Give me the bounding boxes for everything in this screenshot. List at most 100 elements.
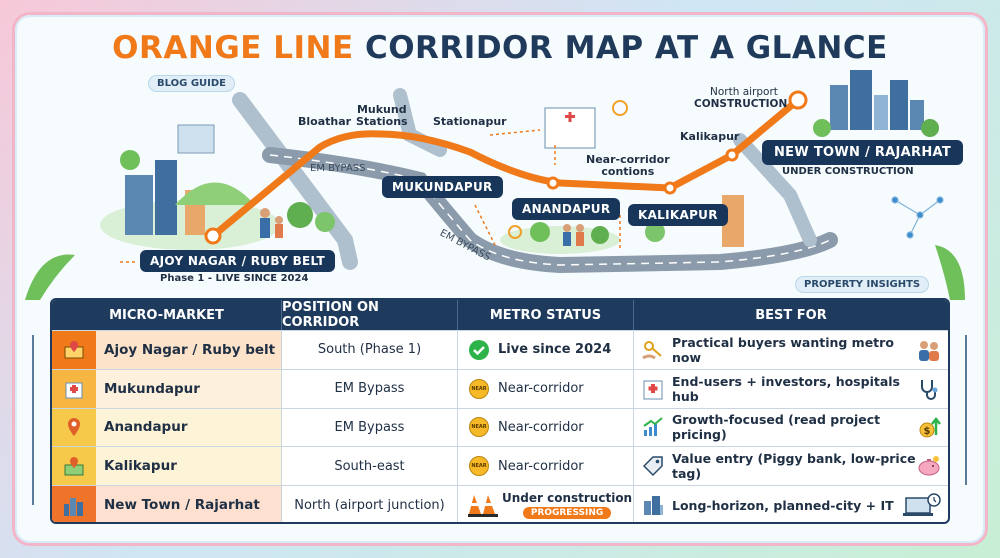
park-patch (500, 226, 620, 254)
status-text: Near-corridor (498, 419, 584, 435)
station-mukundapur: MUKUNDAPUR (382, 176, 503, 198)
connector-dashed (474, 204, 496, 246)
person (260, 208, 270, 218)
best-for-cell: End-users + investors, hospitals hub (634, 370, 948, 408)
skyline-icon (52, 486, 96, 522)
status-cell: Under construction PROGRESSING (458, 486, 634, 522)
best-for-cell: Value entry (Piggy bank, low-price tag) (634, 447, 948, 485)
station-ajoy-nagar: AJOY NAGAR / RUBY BELT (140, 250, 335, 272)
market-cell: Ajoy Nagar / Ruby belt (52, 331, 282, 369)
piggy-bank-icon (916, 453, 942, 479)
connector-dashed (489, 129, 541, 136)
table-row: Ajoy Nagar / Ruby belt South (Phase 1) L… (52, 330, 948, 369)
market-name: Mukundapur (104, 380, 200, 397)
label-north-airport: North airport (710, 86, 778, 98)
near-badge-icon: NEAR (468, 455, 490, 477)
label-em-bypass: EM BYPASS (310, 163, 366, 174)
market-cell: Mukundapur (52, 369, 282, 408)
building (125, 175, 153, 235)
station-dot (546, 176, 560, 190)
market-name: Kalikapur (104, 458, 177, 475)
best-for-cell: Growth-focused (read project pricing) $ (634, 409, 948, 447)
person (275, 224, 283, 238)
table-row: Mukundapur EM Bypass NEAR Near-corridor … (52, 368, 948, 408)
near-badge-icon: NEAR (468, 378, 490, 400)
new-town-status: UNDER CONSTRUCTION (782, 166, 914, 177)
best-for-cell: Long-horizon, planned-city + IT (634, 486, 948, 522)
station-dot (725, 148, 739, 162)
side-arrow-left (32, 335, 34, 505)
label-construction: CONSTRUCTION (694, 98, 788, 110)
station-new-town: NEW TOWN / RAJARHAT (762, 140, 964, 165)
micro-market-table: MICRO-MARKET POSITION ON CORRIDOR METRO … (50, 298, 950, 524)
tree (921, 119, 939, 137)
laptop-clock-icon (902, 492, 942, 518)
growth-chart-icon (640, 414, 666, 440)
building (177, 124, 215, 154)
person (563, 232, 571, 246)
tree (591, 226, 609, 244)
tree (813, 119, 831, 137)
title-rest: CORRIDOR MAP AT A GLANCE (353, 30, 888, 66)
status-construction: Under construction PROGRESSING (502, 491, 633, 520)
station-dot (788, 90, 808, 110)
station-anandapur: ANANDAPUR (512, 198, 621, 220)
road-em-bypass-center (269, 154, 831, 266)
market-name: Ajoy Nagar / Ruby belt (104, 341, 276, 358)
leaf-decoration (935, 245, 965, 300)
title-accent: ORANGE LINE (112, 30, 354, 66)
best-for-cell: Practical buyers wanting metro now (634, 331, 948, 369)
tree (315, 212, 335, 232)
blog-guide-badge: BLOG GUIDE (148, 75, 236, 92)
position-cell: South-east (282, 447, 458, 486)
sun (508, 225, 522, 239)
status-cell: Live since 2024 (458, 331, 634, 369)
check-icon (468, 339, 490, 361)
position-cell: North (airport junction) (282, 486, 458, 522)
traffic-cone-icon (468, 494, 498, 518)
station-kalikapur: KALIKAPUR (628, 204, 728, 226)
best-for-text: Growth-focused (read project pricing) (672, 412, 881, 443)
road-diagonal (232, 92, 358, 270)
dollar-arrow-icon: $ (916, 414, 942, 440)
status-cell: NEAR Near-corridor (458, 408, 634, 447)
hill (175, 182, 255, 205)
property-insights-badge: PROPERTY INSIGHTS (795, 276, 930, 293)
status-text: Near-corridor (498, 381, 584, 397)
building (910, 100, 924, 130)
market-cell: Anandapur (52, 408, 282, 447)
table-row: Kalikapur South-east NEAR Near-corridor … (52, 446, 948, 486)
position-cell: EM Bypass (282, 408, 458, 447)
best-for-text: Practical buyers wanting metro now (672, 334, 894, 365)
near-badge: NEAR (469, 417, 489, 438)
side-arrow-right (965, 335, 967, 485)
label-kalikapur-small: Kalikapur (680, 130, 740, 143)
near-badge: NEAR (469, 456, 489, 477)
near-badge: NEAR (469, 378, 489, 399)
best-for-text: End-users + investors, hospitals hub (672, 373, 900, 404)
building (155, 160, 177, 235)
table-row: New Town / Rajarhat North (airport junct… (52, 485, 948, 522)
person (563, 224, 571, 232)
market-cell: Kalikapur (52, 447, 282, 486)
status-text: Live since 2024 (498, 342, 612, 358)
header-micro-market: MICRO-MARKET (52, 300, 282, 330)
best-for-text: Value entry (Piggy bank, low-price tag) (672, 451, 916, 482)
person (576, 224, 584, 232)
header-best-for: BEST FOR (755, 307, 827, 323)
page-title: ORANGE LINE CORRIDOR MAP AT A GLANCE (0, 30, 1000, 66)
label-near-corridor: Near-corridor contions (586, 153, 670, 178)
orange-line-route (209, 96, 802, 240)
corridor-map (25, 70, 965, 300)
label-stationapur: Stationapur (433, 115, 507, 128)
tag-icon (640, 453, 666, 479)
person (275, 216, 283, 224)
building (830, 85, 848, 130)
best-for-text: Long-horizon, planned-city + IT (672, 497, 894, 513)
tree (530, 222, 550, 242)
status-text: Under construction (502, 491, 633, 506)
leaf-decoration (25, 254, 75, 300)
stethoscope-icon (916, 376, 942, 402)
building (874, 95, 888, 130)
map-pin-icon (52, 331, 96, 369)
